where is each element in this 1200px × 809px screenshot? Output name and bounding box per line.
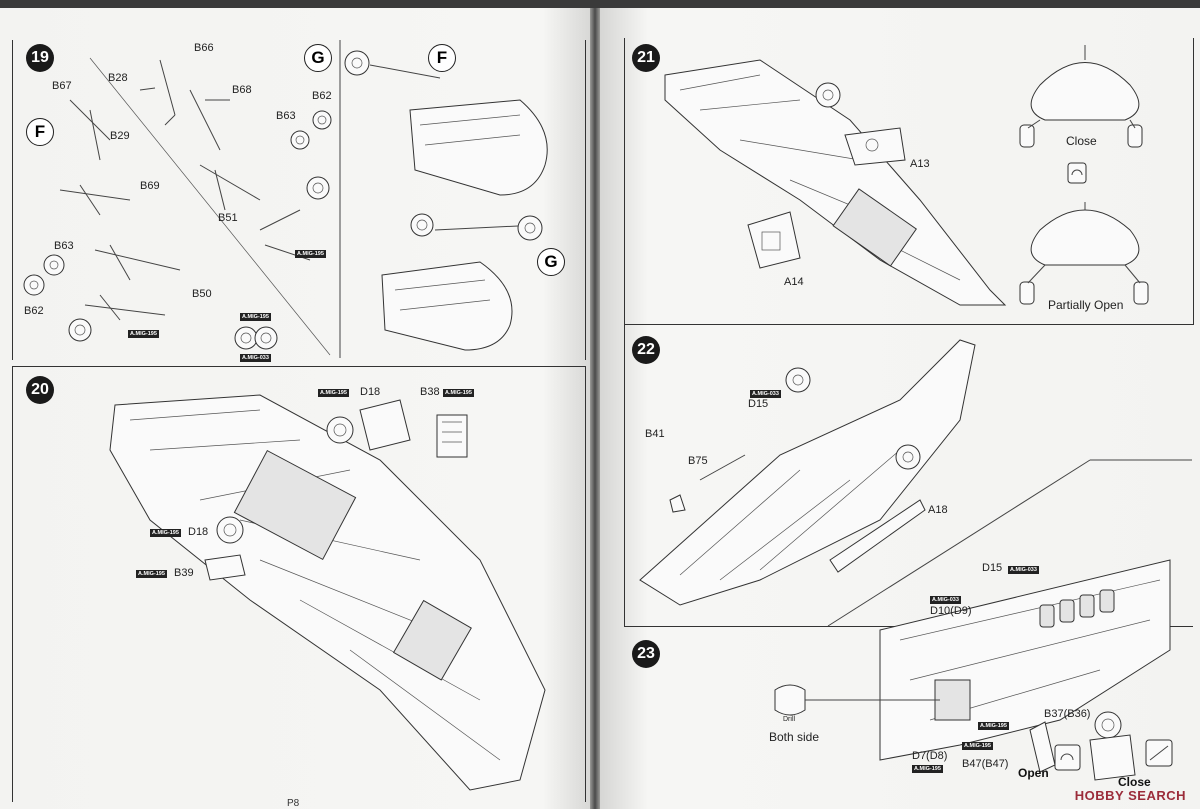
part-label: D7(D8) (912, 750, 948, 762)
part-label: B62 (312, 90, 332, 102)
variant-f-badge: F (26, 118, 54, 146)
paint-code: A.MIG-033 (240, 354, 271, 362)
watermark: HOBBY SEARCH (1074, 788, 1186, 803)
part-label: B47(B47) (962, 758, 1009, 770)
paint-code: A.MIG-195 (136, 570, 167, 578)
paint-code: A.MIG-195 (128, 330, 159, 338)
open-caption: Open (1018, 766, 1049, 780)
part-label: B29 (110, 130, 130, 142)
variant-g-badge-top: G (304, 44, 332, 72)
step-19-fuselage-sections (344, 50, 548, 351)
paint-code: A.MIG-195 (912, 765, 943, 773)
drill-icon (774, 684, 806, 716)
step-19-frame (12, 40, 586, 360)
part-label: B69 (140, 180, 160, 192)
both-side-caption: Both side (769, 730, 820, 744)
step-19-gear-drawing (23, 59, 332, 350)
variant-g-badge-right: G (537, 248, 565, 276)
part-label: B51 (218, 212, 238, 224)
step-20-frame (12, 366, 586, 802)
paint-code: A.MIG-195 (150, 529, 181, 537)
paint-code: A.MIG-195 (443, 389, 474, 397)
paint-code: A.MIG-195 (318, 389, 349, 397)
paint-code: A.MIG-195 (962, 742, 993, 750)
paint-code: A.MIG-033 (1008, 566, 1039, 574)
partially-open-caption: Partially Open (1048, 298, 1124, 312)
part-label: B50 (192, 288, 212, 300)
step-21-fuselage-drawing (664, 59, 1007, 306)
paint-code: A.MIG-033 (930, 596, 961, 604)
part-label: B67 (52, 80, 72, 92)
part-label: B63 (54, 240, 74, 252)
rotate-open-icon (1054, 744, 1081, 771)
part-label: B66 (194, 42, 214, 54)
close-caption-step23: Close (1118, 775, 1151, 789)
part-label: D18 (360, 386, 381, 398)
step-20-fuselage-drawing (109, 394, 546, 791)
step-21-number: 21 (632, 44, 660, 72)
step-19-divider-diagonal (89, 40, 341, 358)
step-22-number: 22 (632, 336, 660, 364)
part-label: B68 (232, 84, 252, 96)
step-23-fuselage-drawing (774, 559, 1173, 781)
part-label: D18 (188, 526, 209, 538)
step-22-fuselage-drawing (639, 339, 976, 606)
part-label: D15 (982, 562, 1003, 574)
drill-label: Drill (783, 716, 796, 723)
part-label: B28 (108, 72, 128, 84)
rotate-icon (1067, 162, 1087, 184)
paint-code: A.MIG-033 (750, 390, 781, 398)
part-label: B75 (688, 455, 708, 467)
step-19-number: 19 (26, 44, 54, 72)
part-label: B41 (645, 428, 665, 440)
close-diagram (1019, 45, 1149, 305)
part-label: A14 (784, 276, 804, 288)
step-21-frame (624, 38, 1194, 325)
part-label: A13 (910, 158, 930, 170)
paint-code: A.MIG-195 (240, 313, 271, 321)
paint-code: A.MIG-195 (978, 722, 1009, 730)
page-number: P8 (287, 798, 300, 809)
variant-f-badge-right: F (428, 44, 456, 72)
part-label: B63 (276, 110, 296, 122)
part-label: B39 (174, 567, 194, 579)
part-label: D15 (748, 398, 769, 410)
part-label: A18 (928, 504, 948, 516)
part-label: B38 (420, 386, 440, 398)
part-label: B62 (24, 305, 44, 317)
part-label: D10(D9) (930, 605, 972, 617)
close-caption: Close (1066, 134, 1097, 148)
part-label: B37(B36) (1044, 708, 1091, 720)
paint-code: A.MIG-195 (295, 250, 326, 258)
step-22-divider (827, 459, 1192, 627)
step-23-number: 23 (632, 640, 660, 668)
step-20-number: 20 (26, 376, 54, 404)
book-gutter (590, 8, 600, 809)
